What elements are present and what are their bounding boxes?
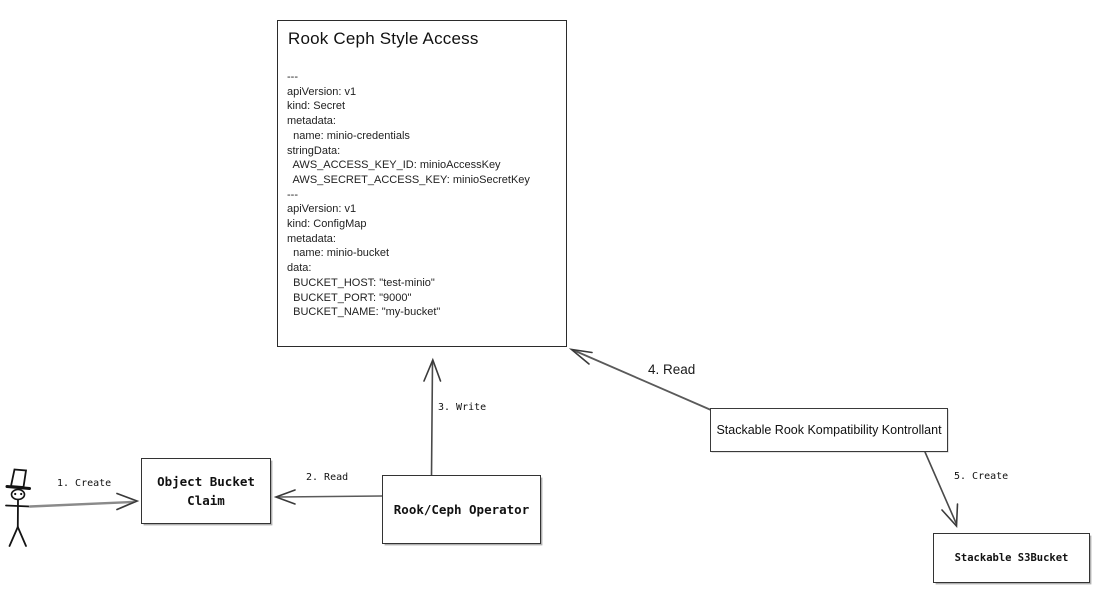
yaml-line: apiVersion: v1 bbox=[287, 203, 357, 216]
yaml-line: --- bbox=[287, 188, 298, 201]
arrow-create-obc bbox=[28, 492, 140, 511]
node-stackable-s3bucket: Stackable S3Bucket bbox=[933, 533, 1090, 583]
yaml-line: BUCKET_HOST: "test-minio" bbox=[287, 276, 435, 289]
yaml-line: metadata: bbox=[287, 115, 336, 128]
edge-label-write-yaml: 3. Write bbox=[438, 402, 487, 413]
node-object-bucket-claim-label: Object Bucket Claim bbox=[157, 473, 255, 508]
yaml-line: apiVersion: v1 bbox=[287, 85, 357, 98]
arrow-create-s3 bbox=[924, 451, 959, 528]
edge-label-create-s3: 5. Create bbox=[954, 471, 1009, 482]
user-stick-figure-icon bbox=[5, 468, 31, 547]
node-rook-ceph-operator-label: Rook/Ceph Operator bbox=[393, 502, 530, 517]
yaml-line: BUCKET_PORT: "9000" bbox=[287, 291, 412, 304]
yaml-line: stringData: bbox=[287, 144, 341, 157]
node-rook-ceph-style-access: Rook Ceph Style Access --- apiVersion: v1… bbox=[277, 20, 567, 347]
yaml-line: BUCKET_NAME: "my-bucket" bbox=[287, 306, 441, 319]
yaml-line: --- bbox=[287, 71, 298, 83]
node-kontrollant-label: Stackable Rook Kompatibility Kontrollant bbox=[716, 423, 942, 437]
yaml-line: name: minio-credentials bbox=[287, 129, 410, 142]
yaml-line: name: minio-bucket bbox=[287, 247, 390, 260]
yaml-line: data: bbox=[287, 262, 312, 275]
yaml-manifest-text: --- apiVersion: v1 kind: Secret metadata: n… bbox=[287, 70, 560, 320]
node-kontrollant: Stackable Rook Kompatibility Kontrollant bbox=[710, 408, 948, 452]
yaml-line: kind: Secret bbox=[287, 100, 346, 113]
node-stackable-s3bucket-label: Stackable S3Bucket bbox=[954, 552, 1069, 564]
node-rook-ceph-operator: Rook/Ceph Operator bbox=[382, 475, 541, 544]
yaml-line: AWS_ACCESS_KEY_ID: minioAccessKey bbox=[287, 159, 501, 172]
yaml-line: metadata: bbox=[287, 232, 336, 245]
arrow-read-obc bbox=[273, 489, 383, 505]
node-object-bucket-claim: Object Bucket Claim bbox=[141, 458, 271, 524]
yaml-box-title: Rook Ceph Style Access bbox=[288, 29, 479, 48]
yaml-line: kind: ConfigMap bbox=[287, 218, 367, 231]
arrow-write-yaml bbox=[423, 357, 442, 477]
edge-label-read-yaml: 4. Read bbox=[648, 362, 696, 377]
arrow-read-yaml bbox=[568, 348, 712, 411]
edge-label-read-obc: 2. Read bbox=[306, 472, 349, 483]
yaml-line: AWS_SECRET_ACCESS_KEY: minioSecretKey bbox=[287, 173, 530, 186]
edge-label-create-obc: 1. Create bbox=[57, 478, 112, 489]
